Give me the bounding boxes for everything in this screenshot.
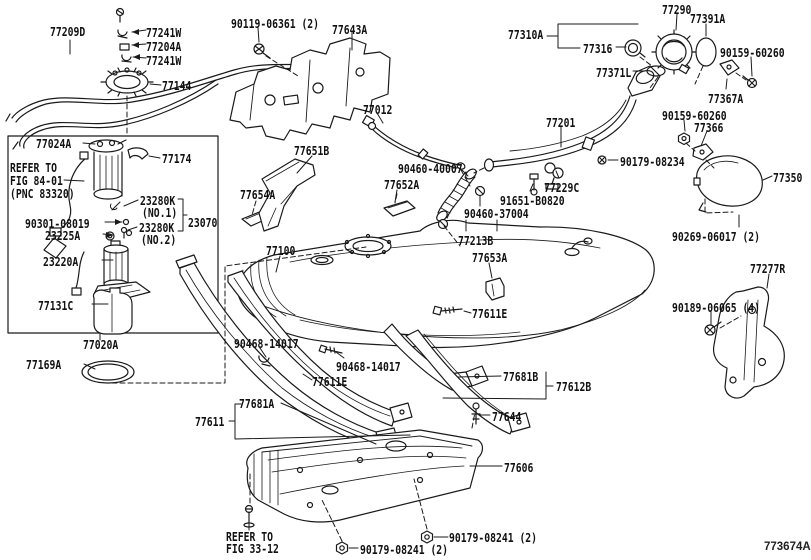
part-label-77213B: 77213B xyxy=(458,233,494,248)
part-label-77024A: 77024A xyxy=(36,136,72,151)
part-label-77366: 77366 xyxy=(694,120,724,135)
filler-hose-drawing xyxy=(436,168,486,230)
part-label-77290: 77290 xyxy=(662,2,692,17)
cushion-pads-drawing xyxy=(241,158,505,301)
part-label-77612B: 77612B xyxy=(556,379,592,394)
part-label-23220A: 23220A xyxy=(43,254,79,269)
suction-plate-drawing xyxy=(100,67,154,97)
bottom-fasteners-drawing xyxy=(243,504,434,555)
part-label-77131C: 77131C xyxy=(38,298,74,313)
part-label-90269-06017: 90269-06017 (2) xyxy=(672,229,761,244)
part-label-77241W-2: 77241W xyxy=(146,53,182,68)
part-label-23280K-2: 23280K xyxy=(139,220,175,235)
part-label-77144: 77144 xyxy=(162,78,192,93)
part-label-77651B: 77651B xyxy=(294,143,330,158)
bolt-90119-drawing xyxy=(253,43,271,59)
note-refer-fig84-line3: (PNC 83320) xyxy=(10,186,75,201)
part-label-77012: 77012 xyxy=(363,102,393,117)
part-label-90468-14017-2: 90468-14017 xyxy=(336,359,401,374)
part-label-23070: 23070 xyxy=(188,215,218,230)
part-label-90301-08019: 90301-08019 xyxy=(25,216,90,231)
note-refer-fig33-line1: REFER TO xyxy=(226,529,273,544)
part-label-77653A: 77653A xyxy=(472,250,508,265)
part-label-90159-60260-2: 90159-60260 xyxy=(662,108,727,123)
part-label-77371L: 77371L xyxy=(596,65,632,80)
fuel-tank-drawing xyxy=(237,219,655,349)
note-refer-fig33-line2: FIG 33-12 xyxy=(226,541,279,556)
part-label-90119-06361: 90119-06361 (2) xyxy=(231,16,320,31)
part-label-77277R: 77277R xyxy=(750,261,786,276)
part-label-23280K-1: 23280K xyxy=(140,193,176,208)
part-label-77201: 77201 xyxy=(546,115,576,130)
part-label-77644: 77644 xyxy=(492,409,522,424)
note-refer-fig84-line1: REFER TO xyxy=(10,160,57,175)
part-label-77681B: 77681B xyxy=(503,369,539,384)
protector-shield-drawing xyxy=(693,155,763,213)
tube-clamp-icons xyxy=(115,7,132,63)
bracket-77643-drawing xyxy=(229,37,391,141)
part-label-77391A: 77391A xyxy=(690,11,726,26)
part-label-77606: 77606 xyxy=(504,460,534,475)
part-label-77652A: 77652A xyxy=(384,177,420,192)
breather-tube-drawing xyxy=(361,114,466,170)
part-label-77611E-2: 77611E xyxy=(312,374,348,389)
part-label-77241W-1: 77241W xyxy=(146,25,182,40)
part-label-90189-06065: 90189-06065 (4) xyxy=(672,300,761,315)
part-label-77174: 77174 xyxy=(162,151,192,166)
part-label-77204A: 77204A xyxy=(146,39,182,54)
part-label-77367A: 77367A xyxy=(708,91,744,106)
figure-code: 773674A xyxy=(764,541,811,553)
part-label-90159-60260-1: 90159-60260 xyxy=(720,45,785,60)
part-label-90179-08241-1: 90179-08241 (2) xyxy=(449,530,538,545)
filler-pipe-drawing xyxy=(483,65,661,196)
skid-plate-drawing xyxy=(246,429,484,523)
leader-lines xyxy=(63,13,773,549)
fuel-cap-drawing xyxy=(624,29,758,161)
part-label-77681A: 77681A xyxy=(239,396,275,411)
part-label-90179-08234: 90179-08234 xyxy=(620,154,685,169)
part-label-77100: 77100 xyxy=(266,243,296,258)
part-label-77643A: 77643A xyxy=(332,22,368,37)
part-label-77020A: 77020A xyxy=(83,337,119,352)
part-label-77611: 77611 xyxy=(195,414,225,429)
part-label-91651-B0820: 91651-B0820 xyxy=(500,193,565,208)
part-label-77310A: 77310A xyxy=(508,27,544,42)
part-label-23225A: 23225A xyxy=(45,228,81,243)
fuel-pump-module-drawing xyxy=(43,139,151,335)
part-label-77611E-1: 77611E xyxy=(472,306,508,321)
gasket-drawing xyxy=(81,360,135,384)
part-label-77350: 77350 xyxy=(773,170,803,185)
part-label-77209D: 77209D xyxy=(50,24,86,39)
part-label-90460-37004: 90460-37004 xyxy=(464,206,529,221)
part-label-77229C: 77229C xyxy=(544,180,580,195)
right-tank-straps-drawing xyxy=(383,305,531,435)
part-label-90468-14017-1: 90468-14017 xyxy=(234,336,299,351)
part-label-77654A: 77654A xyxy=(240,187,276,202)
part-label-23280K-1-no: (NO.1) xyxy=(142,205,178,220)
part-label-23280K-2-no: (NO.2) xyxy=(141,232,177,247)
note-refer-fig84-line2: FIG 84-01 xyxy=(10,173,63,188)
part-label-77316: 77316 xyxy=(583,41,613,56)
part-label-77169A: 77169A xyxy=(26,357,62,372)
part-label-90179-08241-2: 90179-08241 (2) xyxy=(360,542,449,557)
part-label-90460-40007: 90460-40007 xyxy=(398,161,463,176)
bracket-77277-drawing xyxy=(704,286,785,399)
